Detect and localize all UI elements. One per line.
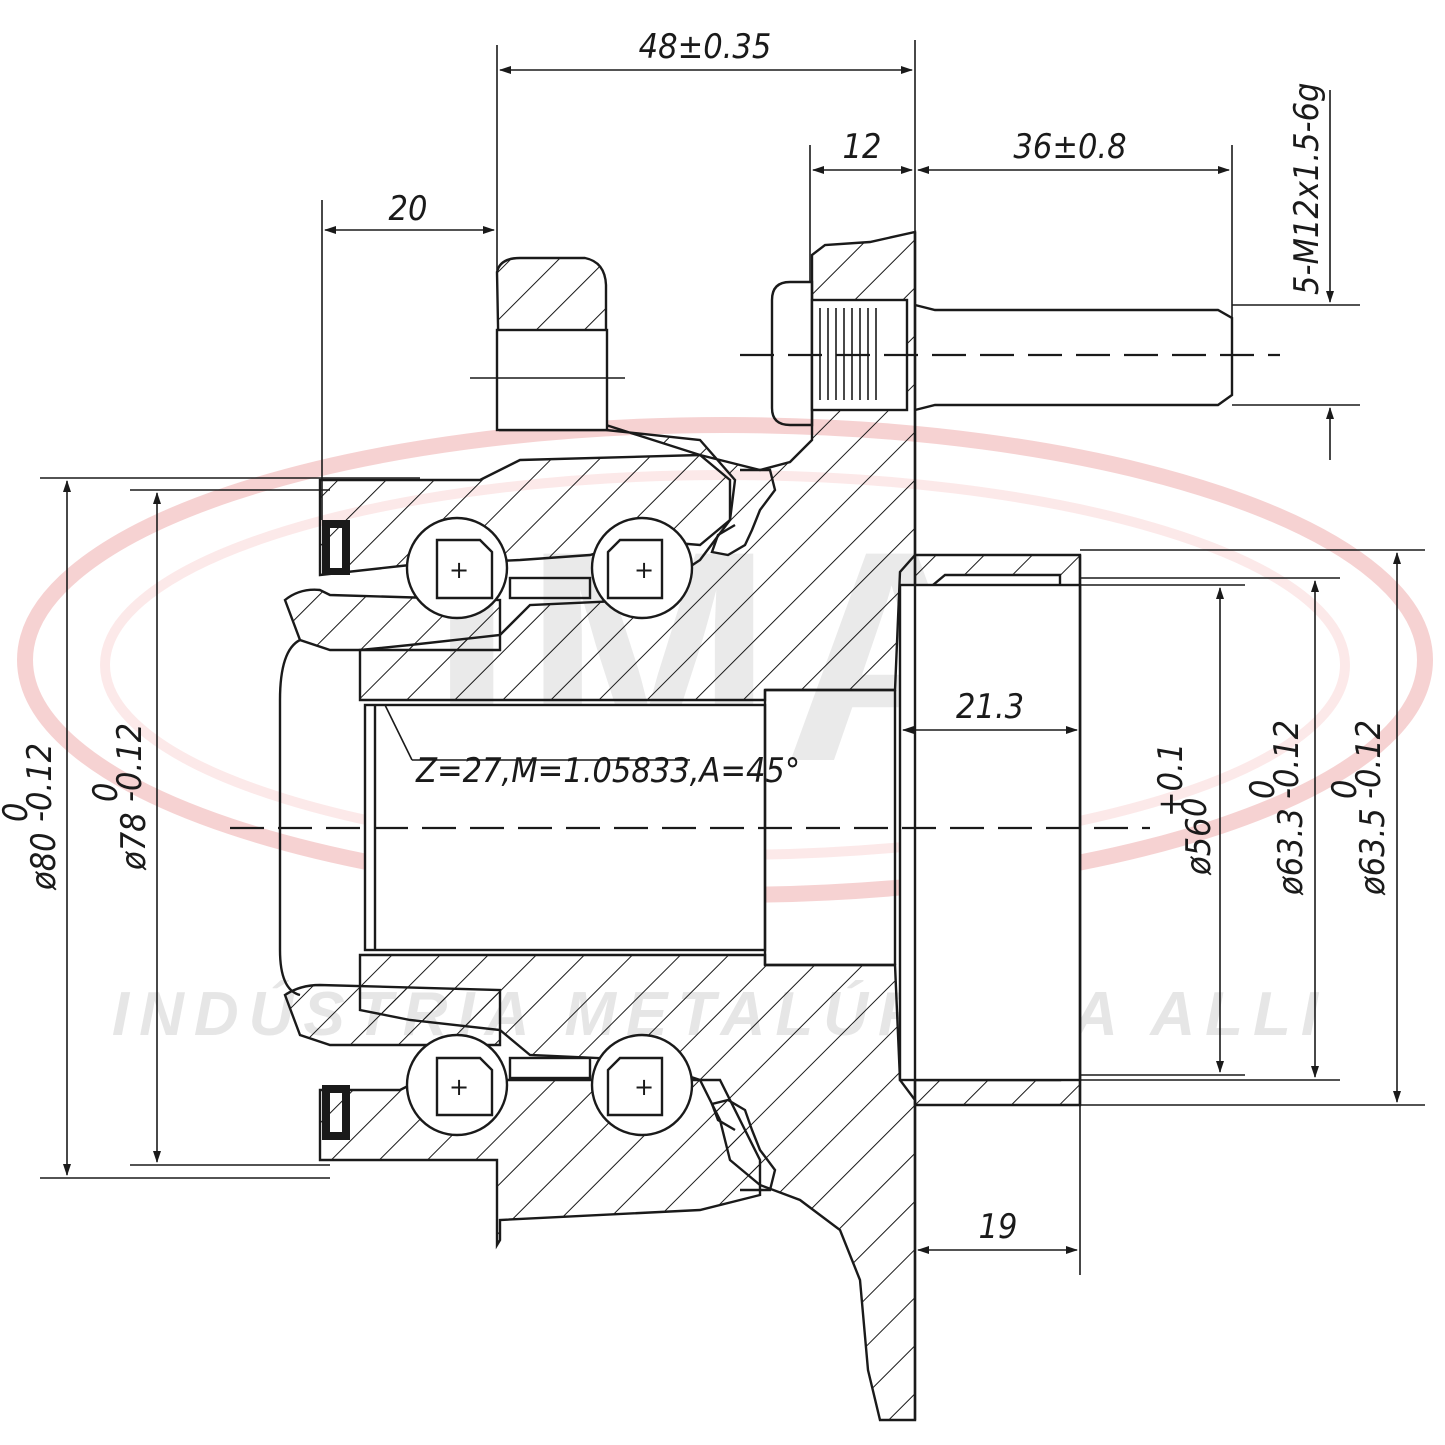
dim-12-label: 12 [843,127,882,167]
stud-head [770,280,814,427]
hub-assembly: + + + + [278,230,1234,1422]
dim-48-label: 48±0.35 [639,27,772,67]
dim-63-3-lower: -0.12 [1267,720,1307,799]
dim-78-label: ø78 0 -0.12 [86,723,154,871]
seal-left-upper [322,520,350,575]
dim-63-5-label: ø63.5 0 -0.12 [1325,720,1393,896]
cage-bridge-lower [508,1056,592,1080]
dim-36-label: 36±0.8 [1013,127,1126,167]
ball-cage-upper-right [606,538,664,600]
dim-19-label: 19 [979,1207,1018,1247]
dim-78-base: ø78 [114,812,154,871]
upper-bolt-hole [495,328,609,432]
dim-80-label: ø80 0 -0.12 [0,743,64,891]
pilot-bore [898,583,1082,1082]
cage-bridge-upper [508,576,592,600]
dim-20-label: 20 [389,189,428,229]
dimensions: 48±0.35 20 12 36±0.8 5-M12x1.5-6g 21.3 1… [0,27,1425,1275]
upper-ball-row: + + [405,516,694,620]
dim-78-upper: 0 [86,783,126,802]
dim-63-3-label: ø63.3 0 -0.12 [1243,720,1311,896]
dim-56-upper: +0.1 [1151,743,1191,817]
dim-56-base: ø56 [1179,817,1219,876]
ball-center-mark: + [634,1073,654,1101]
lower-inner-ring-section [283,983,502,1047]
dim-80-lower: -0.12 [20,743,60,822]
dim-80-base: ø80 [24,832,64,891]
dim-21-3-label: 21.3 [956,687,1024,727]
dim-80-upper: 0 [0,803,36,822]
dim-56-lower: 0 [1175,798,1215,817]
spline-leader [384,704,413,761]
ball-cage-lower-right [606,1056,664,1117]
hub-flange-lower-section [358,953,917,1422]
stud-shank [914,303,1234,412]
dim-63-3-upper: 0 [1243,780,1283,799]
dim-63-5-lower: -0.12 [1349,720,1389,799]
wheel-stud [770,280,1234,427]
dim-63-5-upper: 0 [1325,780,1365,799]
hub-left-pocket [278,638,301,997]
spline-spec-label: Z=27,M=1.05833,A=45° [415,751,800,791]
ball-center-mark: + [449,1073,469,1101]
center-lines [230,353,1280,830]
seal-right-upper [710,468,777,557]
seal-right-lower [710,1098,777,1192]
lower-ball-row: + + [405,1033,694,1137]
lower-outer-ring-section [318,1078,762,1250]
ball-center-mark: + [449,556,469,584]
dim-56-label: ø56 +0.1 0 [1151,743,1219,876]
ball-cage-lower-left [435,1056,494,1117]
ball-center-mark: + [634,556,654,584]
dim-63-3-base: ø63.3 [1271,808,1311,896]
thread-spec-label: 5-M12x1.5-6g [1287,83,1327,295]
dim-78-lower: -0.12 [110,723,150,802]
dim-63-5-base: ø63.5 [1353,808,1393,896]
ball-cage-upper-left [435,538,494,600]
seal-left-lower [322,1085,350,1140]
